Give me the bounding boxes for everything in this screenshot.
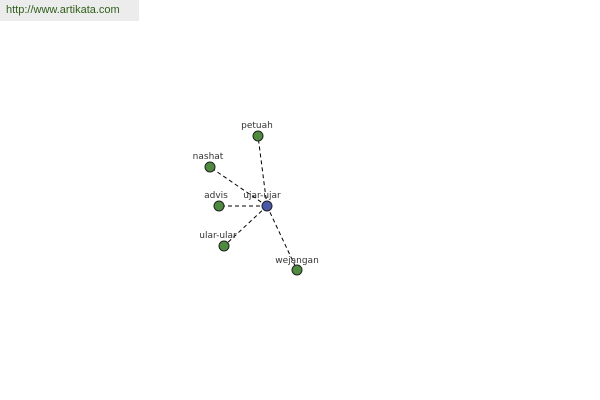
graph-edge-wejangan <box>266 205 298 271</box>
graph-edge-ular-ular <box>223 205 268 247</box>
graph-node-label-petuah[interactable]: petuah <box>241 121 273 131</box>
graph-node-label-center[interactable]: ujar-ujar <box>243 191 281 201</box>
graph-node-petuah[interactable] <box>252 130 264 142</box>
graph-node-label-ular-ular[interactable]: ular-ular <box>199 231 237 241</box>
graph-node-advis[interactable] <box>213 200 225 212</box>
graph-node-wejangan[interactable] <box>291 264 303 276</box>
source-url-bar: http://www.artikata.com <box>0 0 139 21</box>
graph-node-label-nashat[interactable]: nashat <box>193 152 224 162</box>
source-url[interactable]: http://www.artikata.com <box>6 4 120 16</box>
graph-edge-nashat <box>209 166 268 207</box>
edges-layer <box>209 135 298 271</box>
graph-edge-petuah <box>257 135 268 207</box>
graph-node-nashat[interactable] <box>204 161 216 173</box>
labels-layer: ujar-ujar petuah nashat advis ular-ular wejan… <box>193 121 319 266</box>
graph-node-center[interactable] <box>261 200 273 212</box>
graph-node-label-wejangan[interactable]: wejangan <box>275 256 319 266</box>
nodes-layer <box>204 130 303 276</box>
graph-node-label-advis[interactable]: advis <box>204 191 228 201</box>
graph-node-ular-ular[interactable] <box>218 240 230 252</box>
